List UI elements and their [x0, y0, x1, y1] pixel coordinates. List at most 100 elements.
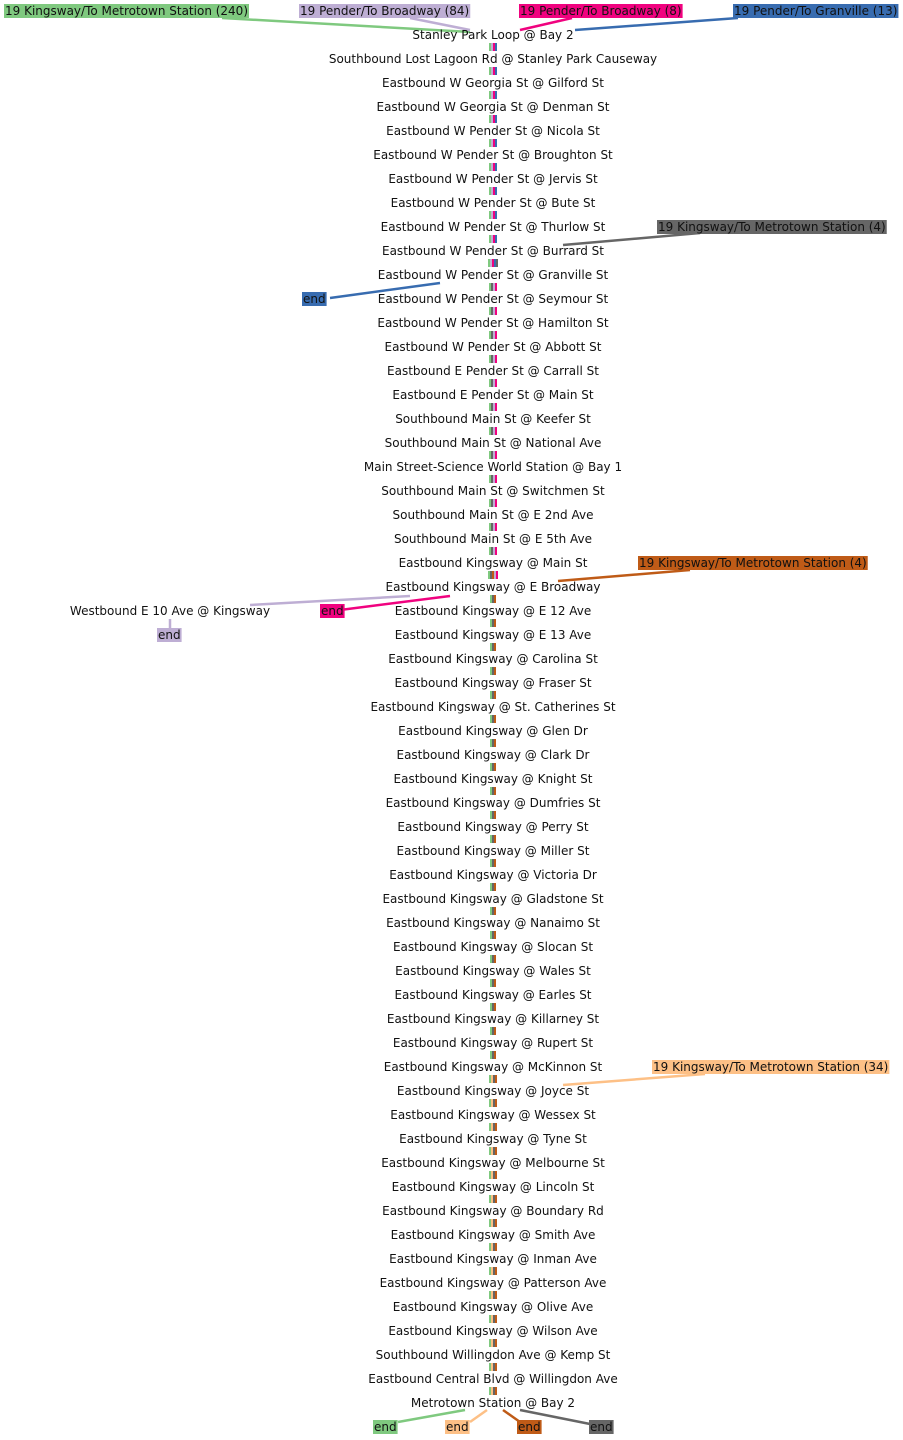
trunk-segment: [493, 307, 495, 315]
trunk-segment: [495, 139, 497, 147]
trunk-segment: [491, 427, 493, 435]
trunk-segment: [489, 1171, 491, 1179]
stop-label: Southbound Main St @ E 2nd Ave: [393, 508, 594, 522]
trunk-segment: [494, 571, 496, 579]
stop-label: Eastbound Kingsway @ Slocan St: [393, 940, 593, 954]
trunk-segment: [491, 187, 493, 195]
trunk-segment: [495, 499, 497, 507]
stop-label: Eastbound Kingsway @ Wessex St: [390, 1108, 596, 1122]
end-marker-pink: end: [320, 604, 345, 618]
trunk-segment: [491, 211, 493, 219]
trunk-segment: [493, 379, 495, 387]
trunk-segment: [491, 43, 493, 51]
trunk-segment: [490, 739, 492, 747]
trunk-segment: [489, 187, 491, 195]
trunk-segment: [491, 379, 493, 387]
trunk-segment: [489, 1363, 491, 1371]
trunk-segment: [494, 883, 496, 891]
trunk-segment: [492, 619, 494, 627]
trunk-segment: [490, 643, 492, 651]
trunk-segment: [492, 763, 494, 771]
stop-label: Eastbound Kingsway @ Rupert St: [393, 1036, 594, 1050]
trunk-segment: [495, 211, 497, 219]
trunk-segment: [493, 331, 495, 339]
trunk-segment: [491, 1171, 493, 1179]
trunk-segment: [495, 187, 497, 195]
pattern-label-blue: 19 Pender/To Granville (13): [733, 4, 899, 18]
end-marker-brown: end: [517, 1420, 542, 1434]
trunk-segment: [490, 787, 492, 795]
stop-label: Stanley Park Loop @ Bay 2: [412, 28, 573, 42]
stop-label: Eastbound Kingsway @ Joyce St: [397, 1084, 589, 1098]
trunk-segment: [493, 67, 495, 75]
trunk-segment: [491, 307, 493, 315]
trunk-segment: [491, 1123, 493, 1131]
trunk-segment: [489, 547, 491, 555]
trunk-segment: [495, 307, 497, 315]
pattern-label-pink-text: 19 Pender/To Broadway (8): [520, 4, 682, 18]
trunk-segment: [494, 259, 496, 267]
trunk-segment: [492, 667, 494, 675]
trunk-segment: [494, 643, 496, 651]
trunk-segment: [495, 1147, 497, 1155]
trunk-segment: [493, 139, 495, 147]
trunk-segment: [495, 1123, 497, 1131]
trunk-segment: [490, 835, 492, 843]
trunk-segment: [495, 43, 497, 51]
connector-green-end: [397, 1408, 466, 1424]
stop-label: Eastbound Kingsway @ Carolina St: [388, 652, 598, 666]
end-marker-brown-box: [517, 1420, 542, 1434]
trunk-segment: [489, 139, 491, 147]
stop-label: Eastbound E Pender St @ Main St: [392, 388, 593, 402]
stop-label: Eastbound W Pender St @ Thurlow St: [381, 220, 606, 234]
trunk-segment: [489, 1267, 491, 1275]
trunk-segment: [493, 283, 495, 291]
end-marker-orange-box: [445, 1420, 470, 1434]
trunk-segment: [489, 235, 491, 243]
stop-label: Eastbound Kingsway @ McKinnon St: [384, 1060, 603, 1074]
trunk-segment: [492, 955, 494, 963]
trunk-segment: [494, 1027, 496, 1035]
connector-blue-end: [329, 281, 441, 300]
trunk-segment: [489, 43, 491, 51]
trunk-segment: [492, 859, 494, 867]
trunk-segment: [495, 1171, 497, 1179]
trunk-segment: [490, 907, 492, 915]
trunk-segment: [493, 1099, 495, 1107]
trunk-segment: [493, 91, 495, 99]
stop-label: Eastbound Kingsway @ Lincoln St: [392, 1180, 595, 1194]
trunk-segment: [490, 763, 492, 771]
pattern-label-gray-box: [657, 220, 887, 234]
pattern-label-orange-box: [652, 1060, 890, 1074]
trunk-segment: [488, 259, 490, 267]
trunk-segment: [492, 691, 494, 699]
trunk-segment: [490, 691, 492, 699]
trunk-segment: [491, 1147, 493, 1155]
trunk-segment: [489, 475, 491, 483]
trunk-segment: [490, 715, 492, 723]
stop-label: Eastbound Kingsway @ Knight St: [394, 772, 593, 786]
trunk-segment: [491, 475, 493, 483]
pattern-label-purple: 19 Pender/To Broadway (84): [299, 4, 471, 18]
pattern-label-orange-text: 19 Kingsway/To Metrotown Station (34): [653, 1060, 888, 1074]
trunk-segment: [491, 355, 493, 363]
trunk-segment: [489, 283, 491, 291]
stop-label: Eastbound Kingsway @ Miller St: [397, 844, 590, 858]
pattern-label-pink-box: [519, 4, 683, 18]
stop-label: Eastbound Kingsway @ Main St: [399, 556, 588, 570]
pattern-label-blue-box: [733, 4, 899, 18]
stop-label: Eastbound Kingsway @ Fraser St: [394, 676, 591, 690]
trunk-segment: [493, 523, 495, 531]
trunk-segment: [493, 187, 495, 195]
trunk-segment: [491, 547, 493, 555]
trunk-segment: [495, 163, 497, 171]
trunk-segment: [493, 1147, 495, 1155]
stop-label: Eastbound Kingsway @ Glen Dr: [398, 724, 588, 738]
trunk-segment: [492, 883, 494, 891]
pattern-labels: 19 Kingsway/To Metrotown Station (240)19…: [4, 4, 899, 1434]
trunk-segment: [490, 883, 492, 891]
stop-label: Southbound Willingdon Ave @ Kemp St: [376, 1348, 611, 1362]
connector-orange-start: [562, 1072, 706, 1087]
trunk-segment: [495, 331, 497, 339]
trunk-segment: [491, 139, 493, 147]
